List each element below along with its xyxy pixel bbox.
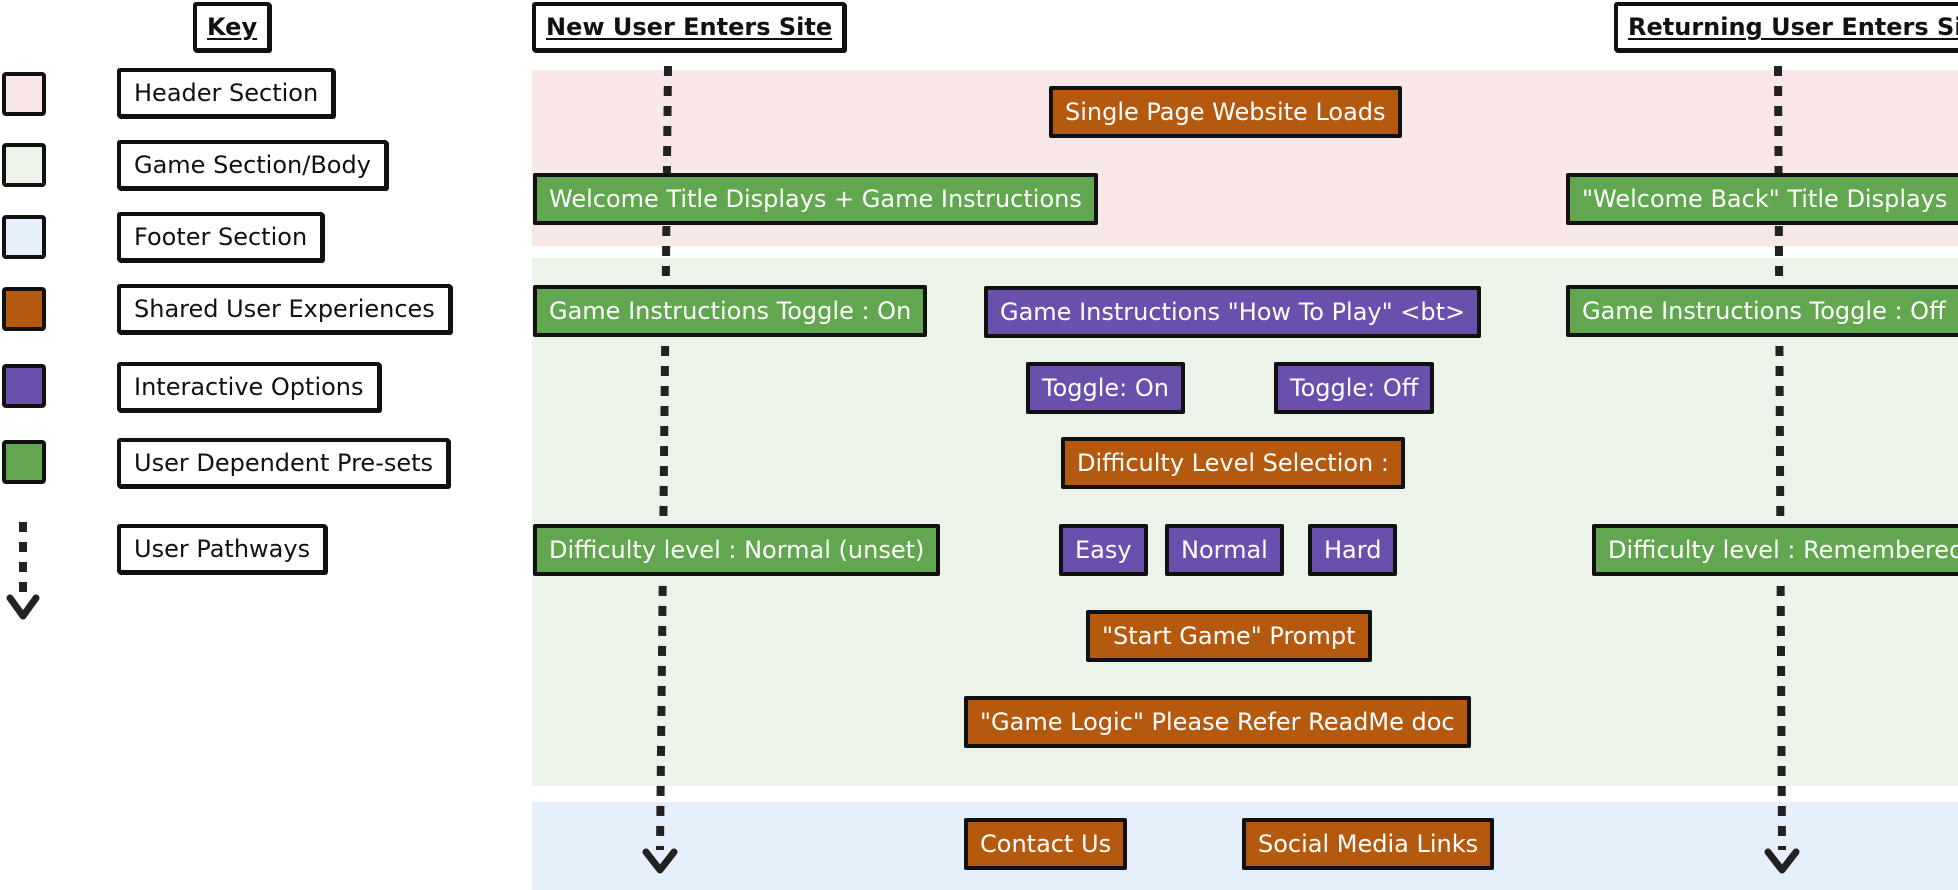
difficulty-remembered-node: Difficulty level : Remembered — [1592, 524, 1958, 576]
welcome-back-node: "Welcome Back" Title Displays — [1566, 173, 1958, 225]
key-label-header: Header Section — [117, 68, 336, 118]
game-logic-node: "Game Logic" Please Refer ReadMe doc — [964, 696, 1471, 748]
footer-section-swatch — [2, 215, 46, 259]
header-section-swatch — [2, 72, 46, 116]
user-presets-swatch — [2, 440, 46, 484]
instructions-toggle-on-node: Game Instructions Toggle : On — [533, 285, 928, 337]
instructions-toggle-off-node: Game Instructions Toggle : Off — [1566, 285, 1958, 337]
toggle-on-button[interactable]: Toggle: On — [1026, 362, 1185, 414]
key-label-game: Game Section/Body — [117, 140, 388, 190]
key-label-interactive: Interactive Options — [117, 362, 381, 412]
key-label-footer: Footer Section — [117, 212, 325, 262]
new-user-arrowhead — [642, 848, 678, 874]
difficulty-normal-button[interactable]: Normal — [1165, 524, 1284, 576]
difficulty-selection-node: Difficulty Level Selection : — [1061, 437, 1405, 489]
difficulty-hard-button[interactable]: Hard — [1308, 524, 1398, 576]
key-arrowhead — [6, 594, 40, 620]
page-loads-node: Single Page Website Loads — [1049, 86, 1402, 138]
returning-user-title: Returning User Enters Site — [1614, 2, 1958, 52]
social-links-node: Social Media Links — [1242, 818, 1495, 870]
key-title: Key — [193, 2, 272, 52]
contact-us-node: Contact Us — [964, 818, 1128, 870]
returning-user-arrowhead — [1764, 848, 1800, 874]
start-game-node: "Start Game" Prompt — [1086, 610, 1372, 662]
difficulty-normal-unset-node: Difficulty level : Normal (unset) — [533, 524, 941, 576]
key-label-presets: User Dependent Pre-sets — [117, 438, 451, 488]
shared-experiences-swatch — [2, 287, 46, 331]
toggle-off-button[interactable]: Toggle: Off — [1274, 362, 1435, 414]
how-to-play-button[interactable]: Game Instructions "How To Play" <bt> — [984, 286, 1482, 338]
key-label-shared: Shared User Experiences — [117, 284, 452, 334]
difficulty-easy-button[interactable]: Easy — [1059, 524, 1148, 576]
interactive-options-swatch — [2, 364, 46, 408]
game-section-swatch — [2, 143, 46, 187]
welcome-new-user-node: Welcome Title Displays + Game Instructio… — [533, 173, 1098, 225]
key-label-pathways: User Pathways — [117, 524, 328, 574]
new-user-title: New User Enters Site — [532, 2, 847, 52]
